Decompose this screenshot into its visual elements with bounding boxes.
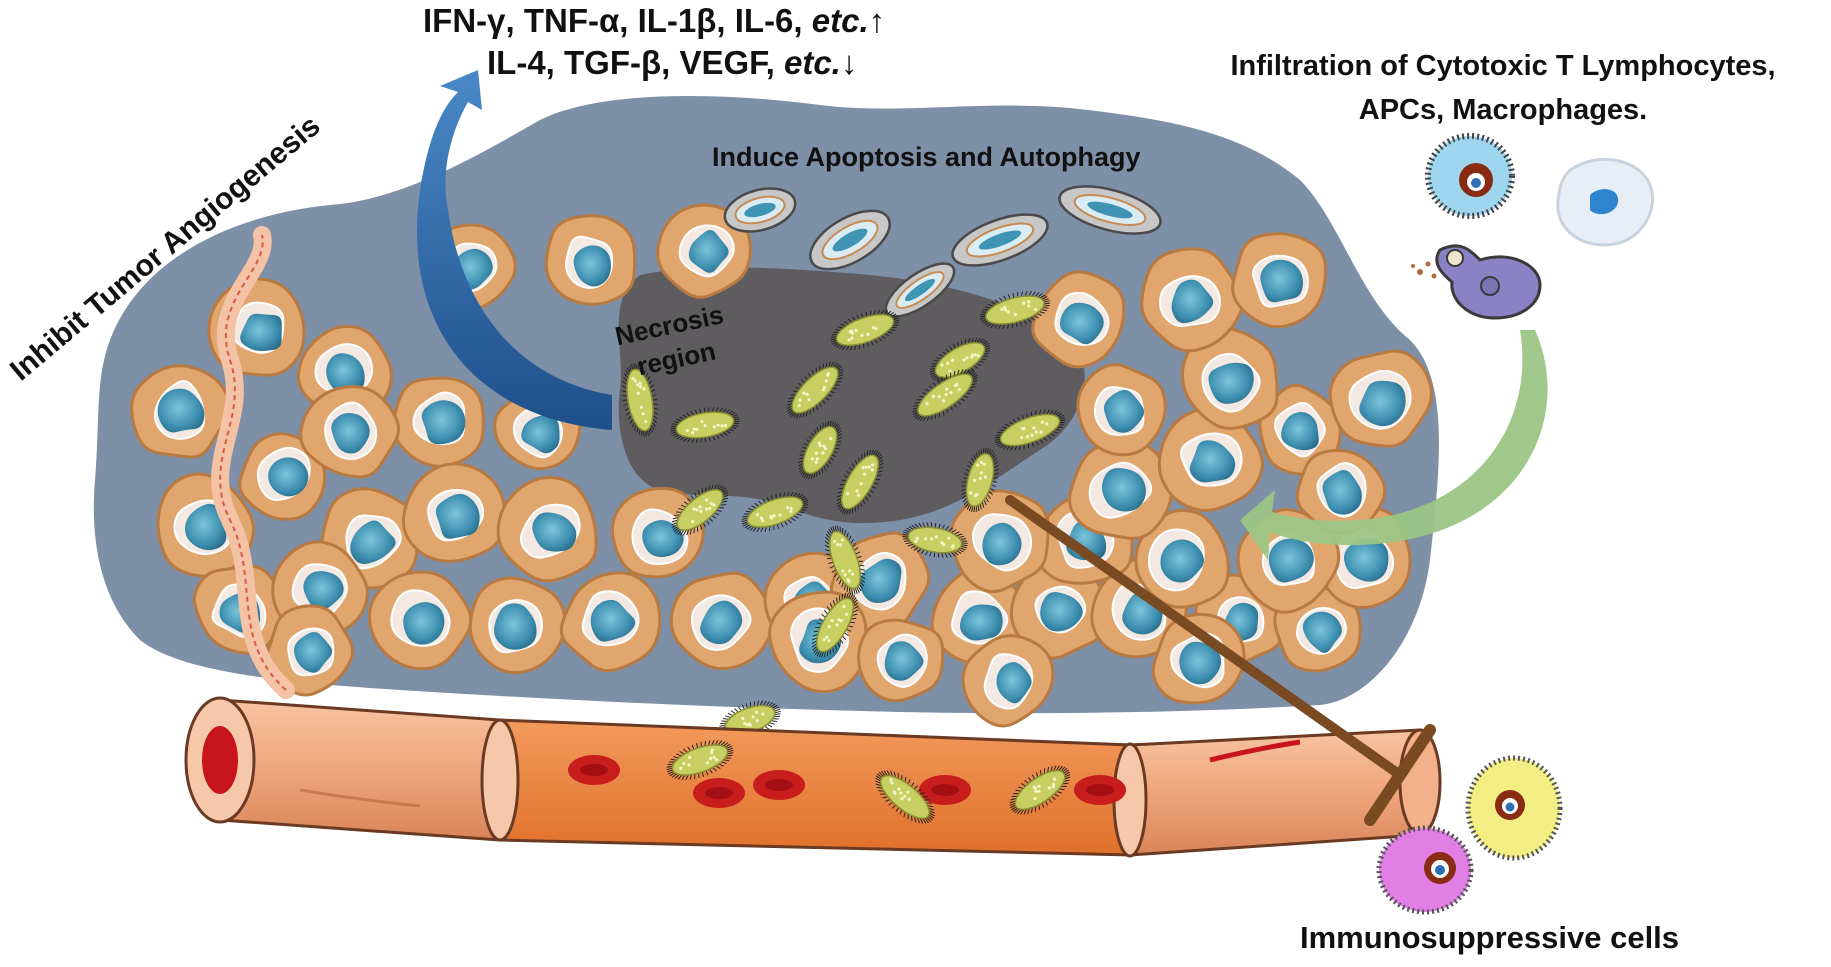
apoptotic-cell [951,213,1049,267]
apoptotic-cell [1058,185,1162,235]
tumor-cell [1076,363,1167,457]
immunosuppressive-label: Immunosuppressive cells [1300,920,1680,955]
tumor-cell [949,489,1050,594]
bacterium [961,447,999,513]
red-blood-cell [568,755,620,785]
tumor-cell [468,576,567,675]
inhibition-arrow [1005,495,1436,826]
bacterium [671,484,729,536]
bacterium [811,592,859,658]
bacterium [719,700,781,740]
tumor-cell [1068,439,1174,540]
bacterium [836,449,884,515]
infiltration-label: Infiltration of Cytotoxic T Lymphocytes,… [1230,50,1776,126]
bacterium [666,739,734,781]
tumor-cell [1231,232,1327,329]
bacterium [798,420,842,480]
bacterium [741,491,809,533]
tumor-cell [610,486,705,579]
tumor-cell [496,475,598,583]
tumor-cell [367,570,473,671]
tumor-cell [669,571,774,671]
tumor-cell [1157,407,1264,512]
immune-cells [1376,133,1655,915]
cytokine-arrow [416,70,612,430]
tumor-cell [402,462,507,563]
apoptosis-label: Induce Apoptosis and Autophagy [712,142,1141,172]
tumor-cell [1328,349,1433,448]
bacterium [830,309,900,351]
infiltration-arrow [1240,330,1548,560]
bacterium [912,368,978,422]
tumor-cell [1295,448,1387,535]
tumor-cell [391,376,485,468]
red-blood-cell [753,770,805,800]
apoptotic-cell [809,209,891,271]
bacterium [902,522,968,558]
vessel-lumen [202,726,238,794]
tumor-cell [299,385,401,479]
apoptotic-cell [884,262,956,318]
red-blood-cell [1074,775,1126,805]
tumor-cell [544,214,637,306]
bacterium [1009,765,1071,815]
tumor-cell [1140,247,1244,353]
cytokines-upregulated-label: IFN-γ, TNF-α, IL-1β, IL-6, etc.↑ [423,2,886,39]
bacterium [979,290,1051,330]
cytokines-downregulated-label: IL-4, TGF-β, VEGF, etc.↓ [487,44,858,81]
tumor-cell [1180,326,1279,430]
tumor-cell [1009,560,1105,660]
red-blood-cell [919,775,971,805]
tumor-cell [1134,508,1230,609]
tumor-cell [857,618,945,703]
tumor-cell [1236,507,1341,614]
bacterium [670,407,740,443]
tumor-cell [130,364,232,459]
tumor-cell [559,571,662,673]
tumor-cell [656,203,752,299]
blood-vessel [184,696,1442,858]
bacterium [786,361,844,419]
bacterium [824,525,866,595]
tumor-cell [238,432,327,521]
apoptotic-cell [723,187,797,233]
necrosis-region [618,267,1085,524]
tumor-cell [493,389,582,471]
tumor-cell [1031,270,1126,369]
red-blood-cell [693,778,745,808]
bacterium [621,363,659,437]
bacterium [994,409,1066,451]
bacterium [875,770,935,824]
tumor-cell [961,634,1055,728]
